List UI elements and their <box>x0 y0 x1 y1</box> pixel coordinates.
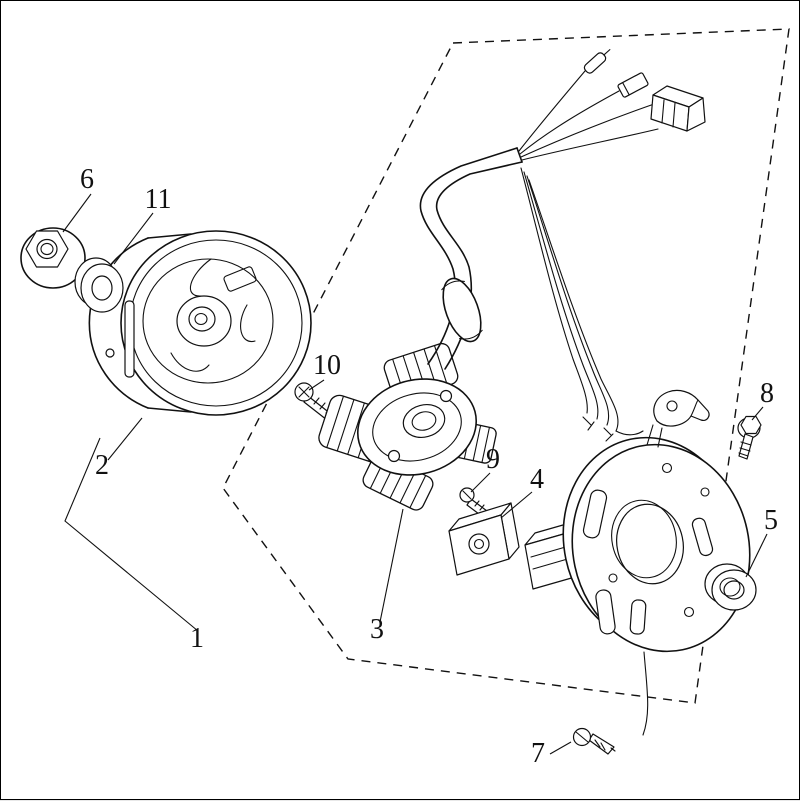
leader-5 <box>745 533 768 578</box>
callout-3: 3 <box>370 614 384 645</box>
pickup-coil-face <box>468 533 490 555</box>
flywheel-interior <box>142 258 274 384</box>
stator-mount-hole-2 <box>439 389 453 403</box>
dashed-boundary <box>222 28 790 704</box>
leader-8 <box>751 406 764 421</box>
flywheel-center-hole <box>188 306 216 332</box>
leader-3 <box>379 508 404 623</box>
plate-slot-left <box>582 489 608 539</box>
plate-slot-bottom <box>629 599 647 635</box>
washer <box>74 257 124 313</box>
multipin-connector <box>650 85 706 132</box>
callout-labels: 1 2 3 4 5 6 7 8 9 10 11 <box>80 164 778 769</box>
wire-2 <box>519 90 620 155</box>
flywheel-keyway-slot <box>124 300 135 378</box>
mounting-plate <box>562 424 751 736</box>
flywheel-small-hole <box>105 348 115 358</box>
stator-center-hole <box>402 404 446 438</box>
bullet-terminal <box>583 49 611 74</box>
callout-5: 5 <box>764 505 778 536</box>
leader-10 <box>308 379 325 391</box>
stator-mount-hole <box>387 449 401 463</box>
leader-lines <box>62 193 768 755</box>
wire-1 <box>518 70 586 152</box>
flywheel-rotor <box>88 230 312 416</box>
rubber-boot <box>441 277 483 343</box>
plate-slot-right <box>691 517 714 557</box>
leader-1 <box>64 437 199 632</box>
callout-4: 4 <box>530 464 544 495</box>
callout-2: 2 <box>95 450 109 481</box>
flywheel-window <box>223 266 257 292</box>
leader-9 <box>470 472 491 493</box>
plate-center-bore <box>616 503 684 585</box>
assembly-line <box>642 651 649 736</box>
wire-3 <box>520 102 658 158</box>
callout-6: 6 <box>80 164 94 195</box>
screw-7 <box>572 727 616 755</box>
clamp-hole <box>666 400 678 412</box>
spade-connector <box>617 72 649 98</box>
wiring-harness <box>419 49 706 442</box>
leader-2 <box>107 417 143 461</box>
stator-assembly <box>318 342 497 511</box>
grommet <box>704 563 757 611</box>
grommet-hole <box>723 580 745 600</box>
wire-4 <box>521 128 659 161</box>
callout-9: 9 <box>486 444 500 475</box>
callout-11: 11 <box>145 184 172 215</box>
callout-1: 1 <box>190 623 204 654</box>
flange-nut <box>20 227 86 289</box>
leader-4 <box>500 491 533 519</box>
washer-hole <box>91 275 113 301</box>
callout-7: 7 <box>531 738 545 769</box>
bolt-8-head <box>740 415 762 435</box>
bolt-8 <box>737 415 762 460</box>
sheath-end <box>516 147 523 163</box>
callout-10: 10 <box>313 350 341 381</box>
nut-thread-hole <box>36 238 58 260</box>
leader-11 <box>113 212 154 265</box>
callout-8: 8 <box>760 378 774 409</box>
wire-clamp <box>653 389 710 427</box>
plate-slot-bottom-left <box>595 589 616 635</box>
leader-7 <box>549 741 572 755</box>
leader-6 <box>62 193 92 233</box>
pickup-lead-wires <box>520 167 644 442</box>
